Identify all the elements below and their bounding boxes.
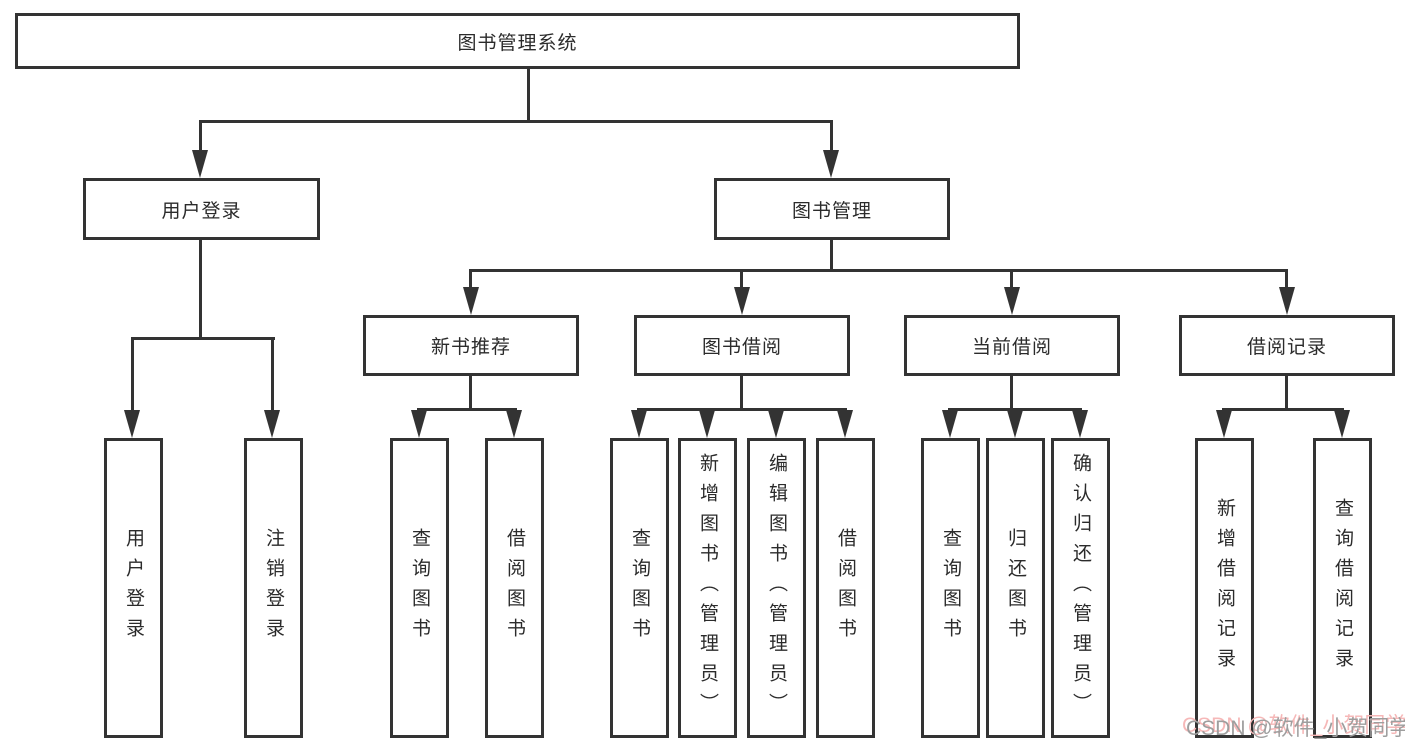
connector-line [469,269,472,290]
arrow-down-icon [1007,410,1023,438]
leaf-edit-books-admin: 编辑图书（管理员） [747,438,806,738]
connector-line [830,240,833,272]
connector-line [740,376,743,410]
leaf-confirm-return-admin-label: 确认归还（管理员） [1070,453,1091,723]
connector-line [527,69,530,122]
node-borrowing-records: 借阅记录 [1179,315,1395,376]
node-user-login: 用户登录 [83,178,320,240]
connector-line [469,269,1288,272]
arrow-down-icon [1004,287,1020,315]
arrow-down-icon [734,287,750,315]
node-user-login-label: 用户登录 [161,200,242,222]
leaf-borrow-books: 借阅图书 [816,438,875,738]
leaf-query-books-recommend-label: 查询图书 [409,528,430,648]
leaf-borrow-books-label: 借阅图书 [835,528,856,648]
leaf-query-books-current: 查询图书 [921,438,980,738]
leaf-add-borrow-record: 新增借阅记录 [1195,438,1254,738]
leaf-borrow-books-recommend: 借阅图书 [485,438,544,738]
leaf-query-books-recommend: 查询图书 [390,438,449,738]
arrow-down-icon [631,410,647,438]
leaf-return-books: 归还图书 [986,438,1045,738]
arrow-down-icon [823,150,839,178]
arrow-down-icon [768,410,784,438]
node-current-borrowing: 当前借阅 [904,315,1120,376]
connector-line [271,337,274,414]
arrow-down-icon [463,287,479,315]
connector-line [131,337,275,340]
arrow-down-icon [1072,410,1088,438]
arrow-down-icon [942,410,958,438]
leaf-logout-label: 注销登录 [263,528,284,648]
connector-line [469,376,472,410]
arrow-down-icon [506,410,522,438]
leaf-add-books-admin-label: 新增图书（管理员） [697,453,718,723]
connector-line [199,120,202,152]
node-current-borrowing-label: 当前借阅 [971,337,1052,358]
arrow-down-icon [699,410,715,438]
connector-line [637,408,847,411]
connector-line [740,269,743,290]
leaf-edit-books-admin-label: 编辑图书（管理员） [766,453,787,723]
connector-line [131,337,134,414]
arrow-down-icon [837,410,853,438]
arrow-down-icon [1334,410,1350,438]
node-book-borrowing-label: 图书借阅 [701,337,782,358]
leaf-query-books-borrowing-label: 查询图书 [629,528,650,648]
node-new-book-recommend-label: 新书推荐 [430,337,511,358]
node-root: 图书管理系统 [15,13,1020,69]
connector-line [417,408,517,411]
connector-line [1285,376,1288,410]
node-book-management-label: 图书管理 [791,200,872,222]
leaf-query-borrow-record-label: 查询借阅记录 [1332,498,1353,678]
connector-line [948,408,1082,411]
node-new-book-recommend: 新书推荐 [363,315,579,376]
leaf-query-borrow-record: 查询借阅记录 [1313,438,1372,738]
leaf-return-books-label: 归还图书 [1005,528,1026,648]
leaf-user-login-label: 用户登录 [123,528,144,648]
arrow-down-icon [124,410,140,438]
connector-line [1010,376,1013,410]
node-book-management: 图书管理 [714,178,950,240]
leaf-query-books-borrowing: 查询图书 [610,438,669,738]
arrow-down-icon [1279,287,1295,315]
connector-line [830,120,833,152]
node-book-borrowing: 图书借阅 [634,315,850,376]
connector-line [1010,269,1013,290]
connector-line [1285,269,1288,290]
leaf-borrow-books-recommend-label: 借阅图书 [504,528,525,648]
arrow-down-icon [1216,410,1232,438]
connector-line [1222,408,1344,411]
arrow-down-icon [192,150,208,178]
leaf-confirm-return-admin: 确认归还（管理员） [1051,438,1110,738]
arrow-down-icon [411,410,427,438]
csdn-watermark: CSDN @软件_小贺同学 [1186,717,1405,740]
node-borrowing-records-label: 借阅记录 [1246,337,1327,358]
connector-line [199,240,202,340]
leaf-user-login: 用户登录 [104,438,163,738]
arrow-down-icon [264,410,280,438]
connector-line [199,120,833,123]
leaf-query-books-current-label: 查询图书 [940,528,961,648]
leaf-add-borrow-record-label: 新增借阅记录 [1214,498,1235,678]
leaf-logout: 注销登录 [244,438,303,738]
node-root-label: 图书管理系统 [457,32,578,54]
leaf-add-books-admin: 新增图书（管理员） [678,438,737,738]
